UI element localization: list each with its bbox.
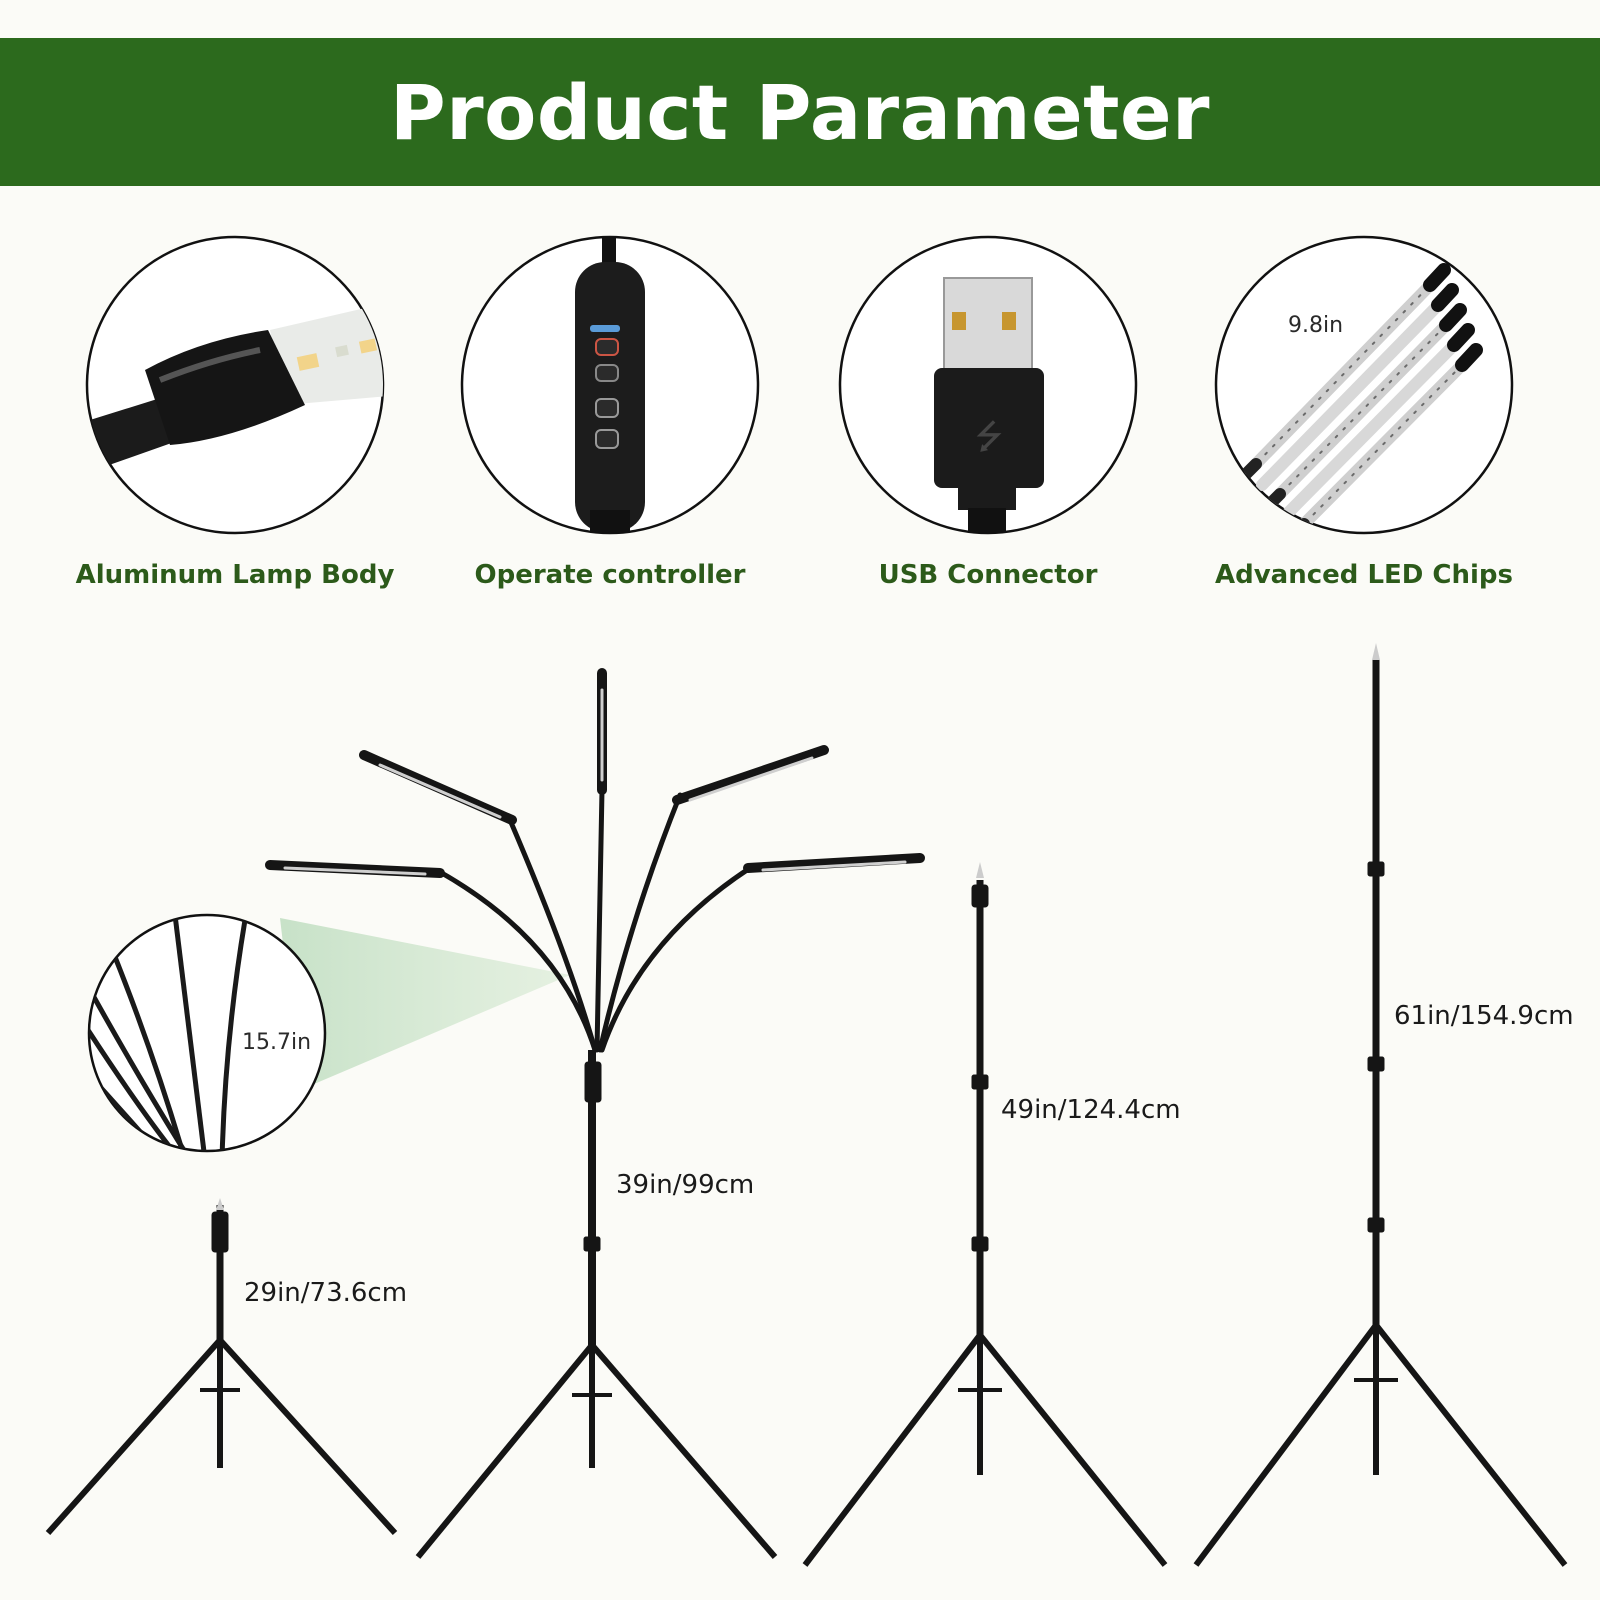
header-banner: Product Parameter	[0, 38, 1600, 186]
controller-icon	[460, 235, 760, 535]
height-label-29in: 29in/73.6cm	[244, 1278, 408, 1308]
usb-icon: ⭍	[838, 235, 1138, 535]
stand-49in	[802, 862, 1168, 1567]
height-label-49in: 49in/124.4cm	[1001, 1095, 1181, 1125]
feature-label-led-chips: Advanced LED Chips	[1215, 560, 1513, 590]
gooseneck-length-label: 15.7in	[242, 1030, 312, 1055]
stand-39in	[265, 668, 925, 1559]
height-label-39in: 39in/99cm	[616, 1170, 755, 1200]
stand-61in	[1193, 643, 1568, 1567]
height-label-61in: 61in/154.9cm	[1394, 1001, 1574, 1031]
stand-29in	[45, 1198, 398, 1536]
feature-label-controller: Operate controller	[474, 560, 746, 590]
feature-label-lamp-body: Aluminum Lamp Body	[75, 560, 395, 590]
lamp-body-icon	[85, 235, 385, 535]
gooseneck-zoom-icon	[87, 913, 570, 1153]
led-strips-icon	[1214, 235, 1514, 535]
feature-label-usb: USB Connector	[878, 560, 1098, 590]
strip-length-label: 9.8in	[1288, 313, 1344, 338]
svg-text:⭍: ⭍	[975, 417, 1003, 457]
page-title: Product Parameter	[389, 67, 1211, 157]
